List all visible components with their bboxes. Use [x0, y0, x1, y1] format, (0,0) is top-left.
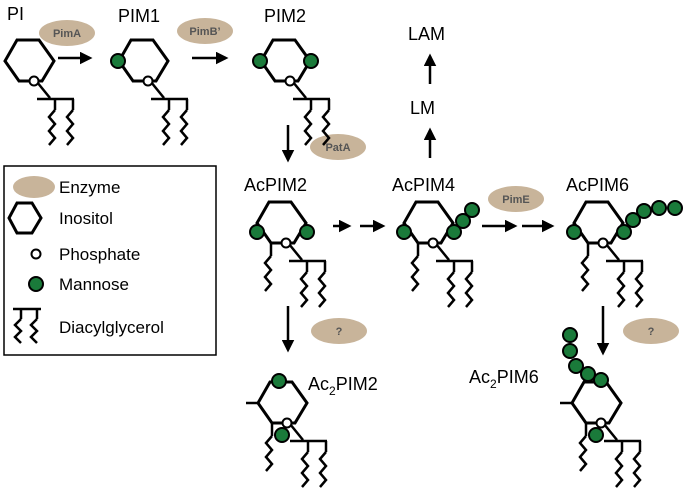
mannose-icon	[580, 366, 596, 382]
molecule-acpim6	[566, 200, 683, 309]
enzyme-pime-label: PimE	[502, 194, 530, 206]
mannose-icon	[562, 327, 578, 343]
legend-mannose-label: Mannose	[59, 275, 129, 294]
reaction-arrows	[58, 51, 610, 356]
mannose-icon	[464, 202, 480, 218]
enzyme-pime: PimE	[488, 186, 544, 212]
enzyme-pimb-label: PimB’	[189, 26, 220, 38]
mannose-icon	[274, 427, 290, 443]
molecule-acpim4	[396, 200, 480, 309]
enzyme-unknown-2-label: ?	[648, 326, 655, 338]
mannose-icon	[593, 372, 609, 388]
legend-enzyme-label: Enzyme	[59, 178, 120, 197]
mannose-icon	[566, 224, 582, 240]
mannose-icon	[110, 53, 126, 69]
molecule-ac2pim2	[246, 373, 329, 489]
label-acpim6: AcPIM6	[566, 175, 629, 195]
enzyme-pata-label: PatA	[325, 142, 350, 154]
legend-inositol-label: Inositol	[59, 209, 113, 228]
molecule-pim1	[110, 38, 190, 147]
enzyme-unknown-1: ?	[311, 318, 367, 344]
enzyme-pima: PimA	[39, 20, 95, 46]
molecule-ac2pim6	[560, 327, 643, 489]
mannose-icon	[299, 224, 315, 240]
enzyme-pata: PatA	[310, 134, 366, 160]
mannose-icon	[568, 358, 584, 374]
label-lam: LAM	[408, 24, 445, 44]
molecule-pim2	[252, 38, 332, 147]
mannose-icon	[455, 213, 471, 229]
enzyme-pima-label: PimA	[53, 28, 81, 40]
mannose-icon	[636, 203, 652, 219]
enzyme-unknown-1-label: ?	[336, 326, 343, 338]
mannose-icon	[616, 224, 632, 240]
mannose-icon	[446, 224, 462, 240]
label-acpim4: AcPIM4	[392, 175, 455, 195]
legend-phosphate-label: Phosphate	[59, 245, 140, 264]
mannose-icon	[252, 53, 268, 69]
label-lm: LM	[410, 98, 435, 118]
legend-diacylglycerol-label: Diacylglycerol	[59, 318, 164, 337]
molecule-pi	[3, 38, 76, 147]
mannose-icon	[303, 53, 319, 69]
mannose-icon	[249, 224, 265, 240]
label-pim2: PIM2	[264, 6, 306, 26]
enzyme-icon	[13, 176, 55, 198]
enzyme-pimb: PimB’	[177, 18, 233, 44]
mannose-icon	[562, 343, 578, 359]
mannose-icon	[667, 200, 683, 216]
mannose-icon	[588, 427, 604, 443]
mannose-icon	[625, 212, 641, 228]
label-pi: PI	[7, 4, 24, 24]
enzyme-unknown-2: ?	[623, 318, 679, 344]
label-ac2pim6: Ac2PIM6	[469, 367, 539, 391]
label-pim1: PIM1	[118, 6, 160, 26]
label-ac2pim2: Ac2PIM2	[308, 374, 378, 398]
molecule-acpim2	[249, 200, 328, 309]
mannose-icon	[28, 276, 44, 292]
phosphate-icon	[30, 248, 42, 260]
inositol-icon	[7, 201, 43, 235]
mannose-icon	[396, 224, 412, 240]
mannose-icon	[271, 373, 287, 389]
legend: Enzyme Inositol Phosphate Mannose Diacyl…	[3, 165, 217, 356]
mannose-icon	[651, 200, 667, 216]
label-acpim2: AcPIM2	[244, 175, 307, 195]
